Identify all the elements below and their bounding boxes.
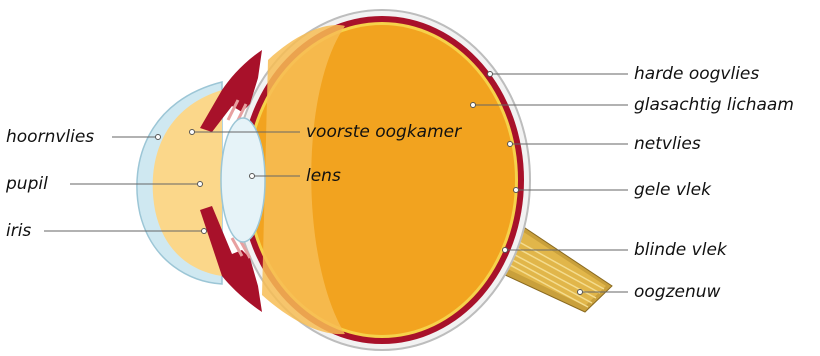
label-voorste-oogkamer: voorste oogkamer bbox=[306, 122, 461, 142]
label-blinde-vlek: blinde vlek bbox=[634, 240, 727, 260]
lens bbox=[221, 118, 265, 242]
label-iris: iris bbox=[6, 221, 31, 241]
label-pupil: pupil bbox=[6, 174, 48, 194]
label-harde-oogvlies: harde oogvlies bbox=[634, 64, 759, 84]
label-lens: lens bbox=[306, 166, 341, 186]
label-netvlies: netvlies bbox=[634, 134, 701, 154]
label-glasachtig-lichaam: glasachtig lichaam bbox=[634, 95, 794, 115]
label-hoornvlies: hoornvlies bbox=[6, 127, 94, 147]
label-oogzenuw: oogzenuw bbox=[634, 282, 720, 302]
label-gele-vlek: gele vlek bbox=[634, 180, 711, 200]
